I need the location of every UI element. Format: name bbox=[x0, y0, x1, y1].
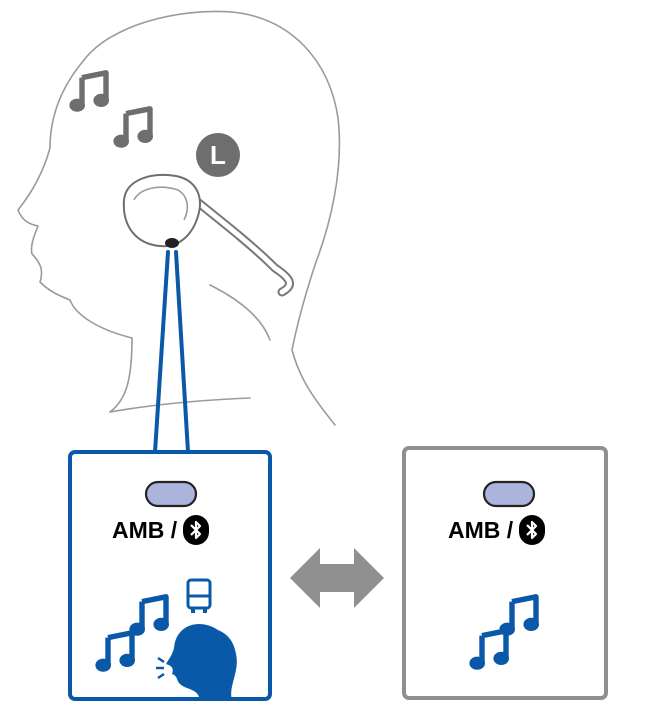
left-side-badge: L bbox=[196, 133, 240, 177]
left-side-letter: L bbox=[210, 140, 226, 170]
music-note-icon bbox=[114, 109, 152, 147]
inactive-mode-panel bbox=[402, 446, 608, 700]
amb-button bbox=[482, 480, 536, 508]
amb-bluetooth-label: AMB / bbox=[112, 515, 210, 545]
amb-label-text: AMB / bbox=[112, 516, 178, 543]
double-arrow-icon bbox=[290, 548, 384, 608]
bus-icon bbox=[186, 578, 212, 613]
head-profile-icon bbox=[17, 10, 341, 426]
amb-label-text: AMB / bbox=[448, 516, 514, 543]
neckband-earphone-icon bbox=[122, 174, 294, 297]
amb-bluetooth-label: AMB / bbox=[448, 515, 546, 545]
amb-button bbox=[144, 480, 198, 508]
bluetooth-icon bbox=[183, 515, 210, 545]
music-note-icon bbox=[70, 73, 108, 111]
callout-lines bbox=[153, 250, 190, 454]
speaking-person-icon bbox=[156, 624, 237, 700]
bluetooth-icon bbox=[519, 515, 546, 545]
